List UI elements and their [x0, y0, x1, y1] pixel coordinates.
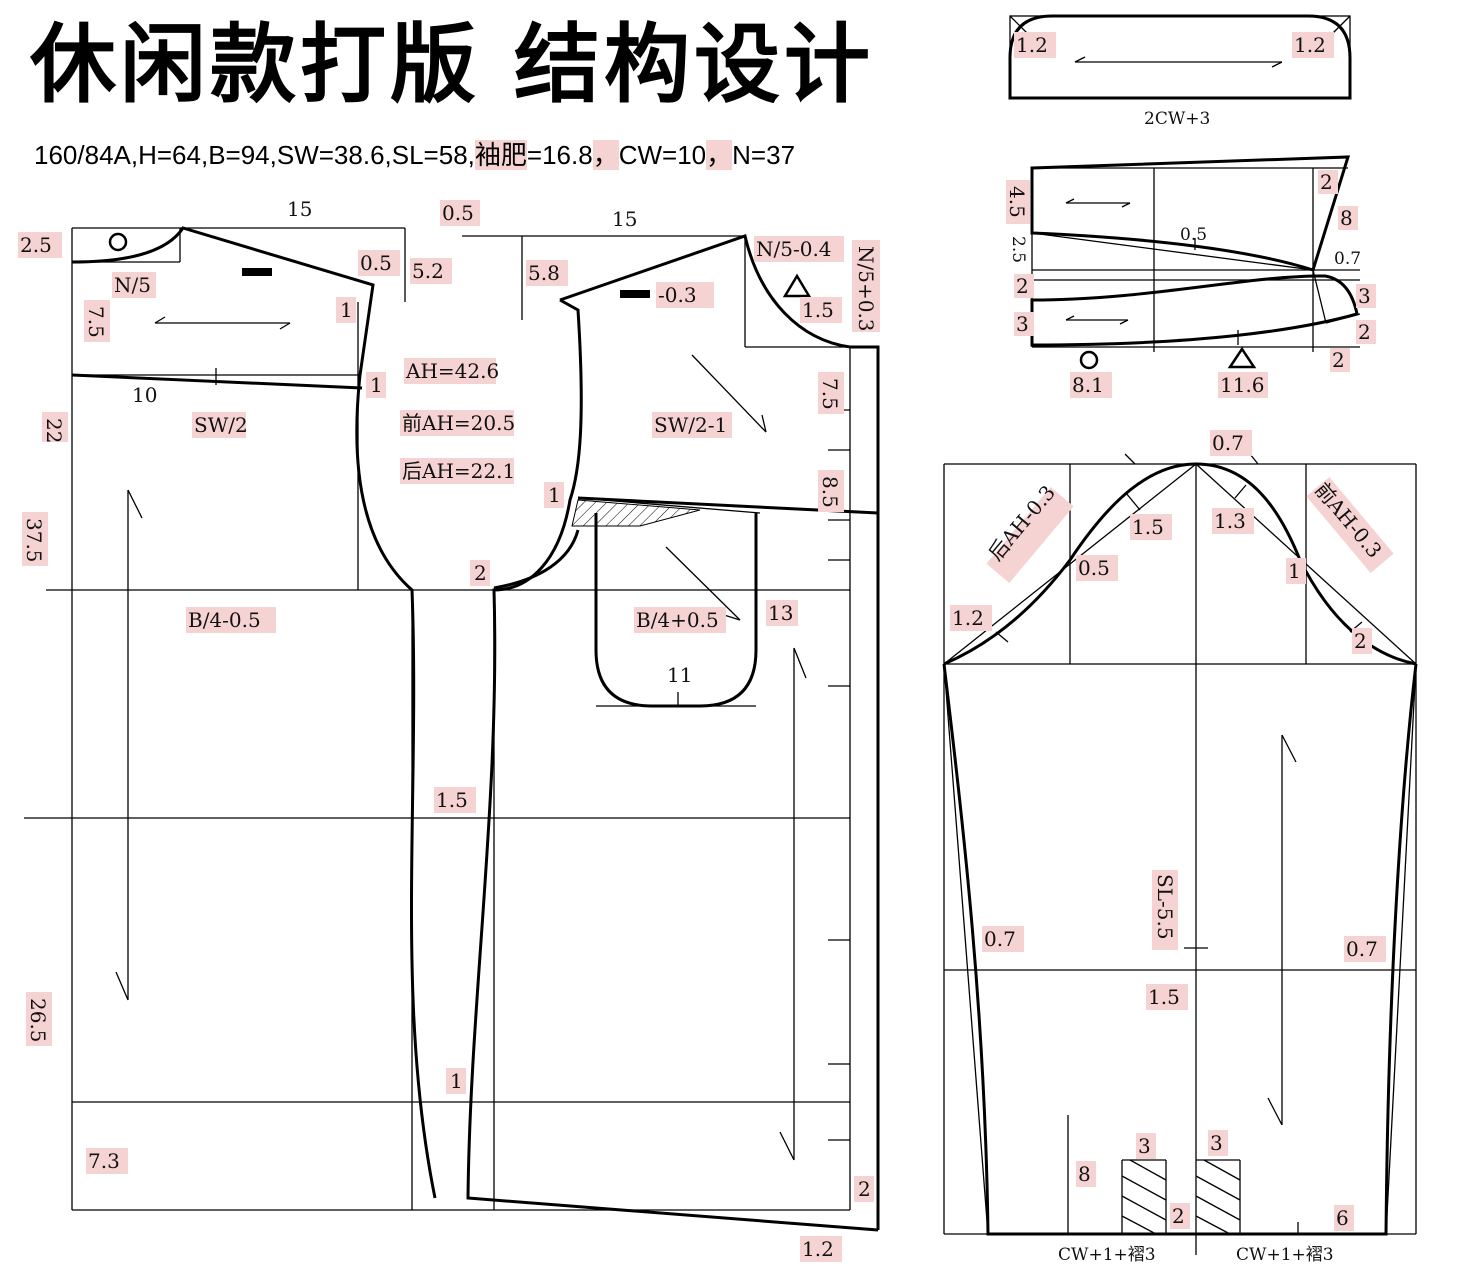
- sleeve-pleat-3b-label: 3: [1210, 1131, 1223, 1155]
- collar-circle-value-label: 8.1: [1072, 373, 1104, 397]
- hem-rise-label: 1.2: [802, 1237, 834, 1261]
- sleeve-back-15-label: 1.5: [1132, 515, 1164, 539]
- sleeve-cuff-left-label: CW+1+褶3: [1058, 1245, 1156, 1265]
- back-length-label: 22: [42, 418, 66, 443]
- sleeve-cuff-right-label: CW+1+褶3: [1236, 1245, 1334, 1265]
- dart-adjust-label: -0.3: [658, 283, 697, 307]
- page-title: 休闲款打版 结构设计: [30, 15, 874, 115]
- yoke-one-label: 1: [370, 373, 383, 397]
- circle-notch-icon: [108, 232, 128, 252]
- ten-label: 10: [132, 383, 157, 407]
- cuff-corner-left-label: 1.2: [1016, 33, 1048, 57]
- shoulder-mark-icon: [242, 268, 272, 276]
- triangle-notch-icon: [1227, 346, 1257, 369]
- collar-point-07-label: 0.7: [1334, 249, 1361, 269]
- formula-part: 160/84A,H=64,B=94,SW=38.6,SL=58,: [34, 140, 475, 170]
- back-shoulder-drop-label: 5.2: [412, 259, 444, 283]
- side-depth-label: 8.5: [818, 476, 842, 508]
- gap-label: 0.5: [442, 201, 474, 225]
- chest-depth-label: 37.5: [22, 518, 46, 563]
- formula-highlight: ，: [592, 140, 619, 170]
- sleeve-elbow-label: 1.5: [1148, 985, 1180, 1009]
- bodice-outline: [71, 226, 880, 1232]
- circle-notch-icon: [1079, 350, 1099, 370]
- sleeve-front-1-label: 1: [1288, 559, 1301, 583]
- cuff-pattern: [1008, 14, 1352, 100]
- back-sw-label: SW/2: [194, 413, 248, 437]
- collar-pattern: [1030, 155, 1361, 370]
- formula-highlight: ，: [706, 140, 733, 170]
- front-shoulder-drop-label: 5.8: [528, 261, 560, 285]
- shoulder-one-label: 1: [340, 298, 353, 322]
- sleeve-pleat-3a-label: 3: [1138, 1134, 1151, 1158]
- sleeve-front-ah-label: 前AH-0.3: [1310, 478, 1387, 563]
- shoulder-up-label: 0.5: [360, 251, 392, 275]
- sleeve-left-07-label: 0.7: [984, 927, 1016, 951]
- cuff-corner-right-label: 1.2: [1294, 33, 1326, 57]
- yoke-depth-label: 7.5: [84, 306, 108, 338]
- sleeve-back-05-label: 0.5: [1078, 556, 1110, 580]
- collar-triangle-value-label: 11.6: [1220, 373, 1265, 397]
- collar-point-05-label: 0.5: [1180, 225, 1207, 245]
- triangle-notch-icon: [782, 273, 812, 298]
- underarm-two-label: 2: [474, 561, 487, 585]
- waist-suppression-label: 1.5: [436, 788, 468, 812]
- collar-3-label: 3: [1016, 312, 1029, 336]
- neck-extension-label: 1.5: [802, 298, 834, 322]
- sleeve-length-label: SL-5.5: [1153, 874, 1177, 940]
- armhole-total-label: AH=42.6: [405, 359, 499, 383]
- front-hem-label: 2: [858, 1177, 871, 1201]
- back-hem-label: 7.3: [88, 1149, 120, 1173]
- collar-bottom-2-label: 2: [1332, 348, 1345, 372]
- sleeve-placket-8-label: 8: [1078, 1162, 1091, 1186]
- back-neck-label: N/5: [114, 273, 151, 297]
- collar-right-3-label: 3: [1358, 284, 1371, 308]
- collar-stand-height-label: 4.5: [1005, 186, 1029, 218]
- front-yoke-label: 7.5: [818, 378, 842, 410]
- hatch-area: [571, 499, 701, 527]
- notch-symbols: [108, 232, 812, 298]
- shoulder-mark-icon: [620, 290, 650, 298]
- cuff-width-label: 2CW+3: [1144, 109, 1210, 129]
- front-neck-label: N/5-0.4: [756, 237, 832, 261]
- formula-part: N=37: [732, 140, 796, 170]
- sleeve-back-12-label: 1.2: [952, 606, 984, 630]
- collar-right-8-label: 8: [1340, 206, 1353, 230]
- front-bust-label: B/4+0.5: [636, 608, 719, 632]
- front-neck-depth-label: N/5+0.3: [854, 246, 878, 332]
- front-collar-width-label: 15: [612, 207, 637, 231]
- hip-depth-label: 26.5: [26, 998, 50, 1043]
- pocket-depth-label: 13: [768, 601, 793, 625]
- pocket-width-label: 11: [667, 663, 692, 687]
- sleeve-right-07-label: 0.7: [1346, 937, 1378, 961]
- armhole-one-label: 1: [548, 483, 561, 507]
- sleeve-front-2-label: 2: [1354, 629, 1367, 653]
- back-armhole-label: 后AH=22.1: [402, 459, 515, 483]
- back-bust-label: B/4-0.5: [188, 608, 261, 632]
- formula-part: CW=10: [618, 140, 707, 170]
- sleeve-pattern: [942, 453, 1418, 1255]
- back-neck-rise-label: 2.5: [20, 233, 52, 257]
- formula-part: =16.8: [526, 140, 593, 170]
- grainline-arrows: [115, 316, 807, 1161]
- sleeve-6-label: 6: [1336, 1206, 1349, 1230]
- front-sw-label: SW/2-1: [654, 413, 727, 437]
- collar-top-right-label: 2: [1320, 170, 1333, 194]
- measurement-formula: 160/84A,H=64,B=94,SW=38.6,SL=58,袖肥=16.8，…: [34, 138, 914, 172]
- sleeve-front-13-label: 1.3: [1214, 509, 1246, 533]
- front-armhole-label: 前AH=20.5: [402, 411, 515, 435]
- collar-2-label: 2: [1016, 274, 1029, 298]
- sleeve-placket-2-label: 2: [1172, 1204, 1185, 1228]
- formula-highlight: 袖肥: [474, 140, 527, 170]
- sleeve-cap-top-label: 0.7: [1212, 431, 1244, 455]
- collar-right-2-label: 2: [1358, 320, 1371, 344]
- collar-25-label: 2.5: [1008, 236, 1028, 263]
- back-collar-width-label: 15: [287, 197, 312, 221]
- hip-label: 1: [450, 1069, 463, 1093]
